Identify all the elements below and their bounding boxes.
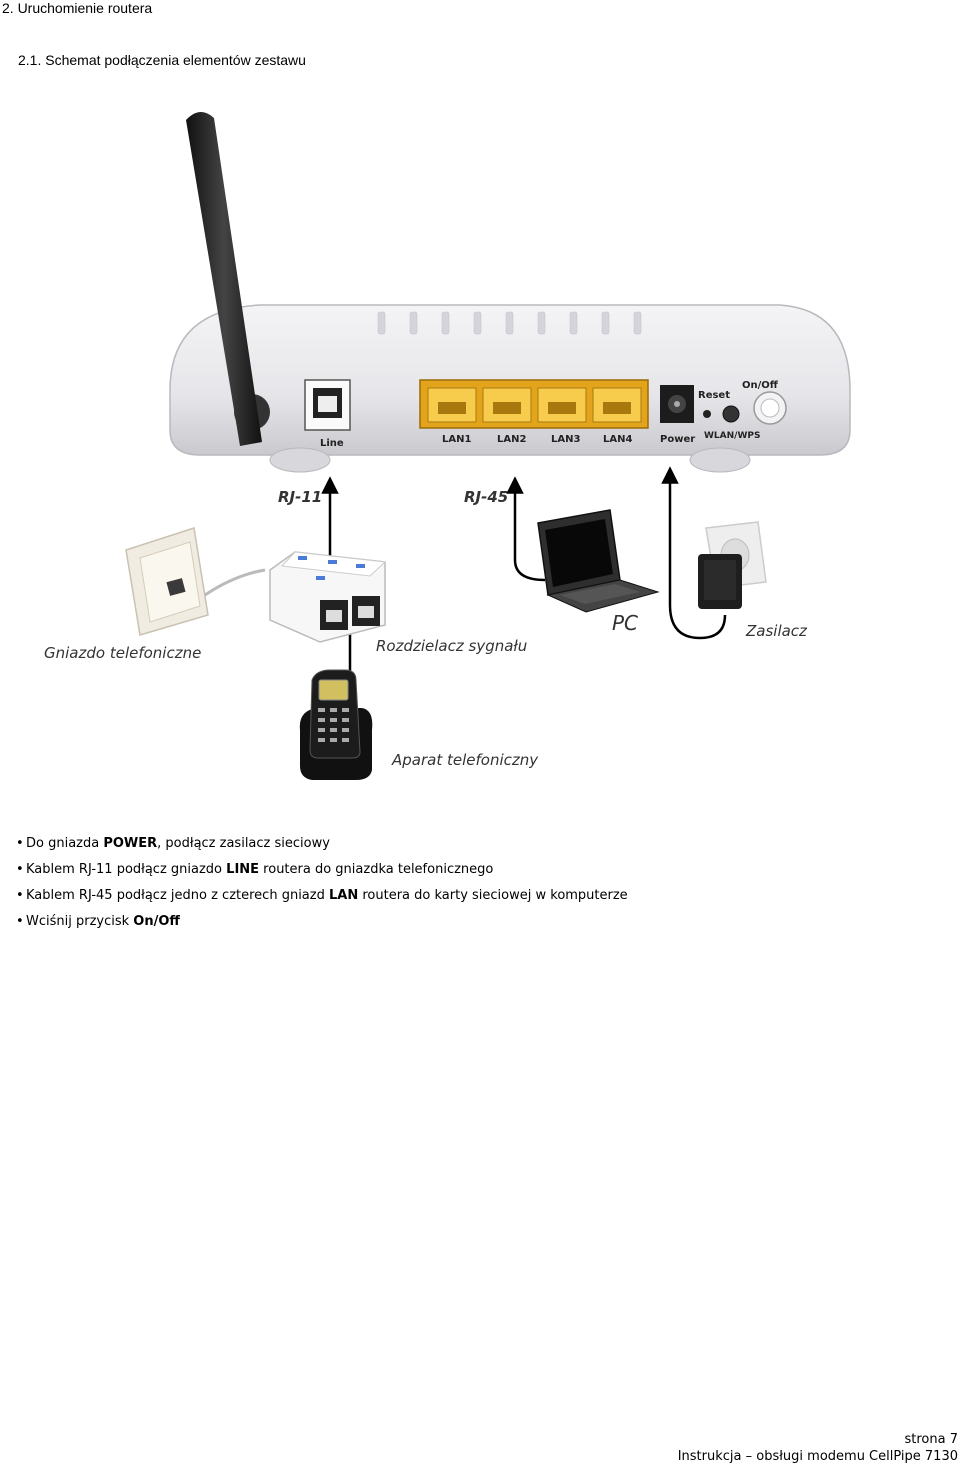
lan1-port bbox=[427, 387, 477, 423]
lan4-label: LAN4 bbox=[603, 434, 632, 445]
page-number: strona 7 bbox=[904, 1432, 959, 1447]
lan4-port bbox=[592, 387, 642, 423]
power-port-label: Power bbox=[660, 434, 695, 445]
laptop bbox=[537, 509, 660, 613]
wall-cable bbox=[204, 568, 266, 597]
telephone bbox=[299, 669, 373, 780]
rj45-cable bbox=[506, 476, 546, 582]
rj11-cable-label: RJ-11 bbox=[278, 488, 322, 506]
document-title: Instrukcja – obsługi modemu CellPipe 713… bbox=[677, 1449, 958, 1464]
on-off-button bbox=[753, 391, 787, 425]
reset-button bbox=[703, 410, 711, 418]
router: Line LAN1 LAN2 LAN3 LAN4 Power Reset WLA… bbox=[169, 111, 851, 473]
power-cable bbox=[661, 466, 727, 640]
wlan-wps-button bbox=[722, 405, 740, 423]
instruction-rj45: •Kablem RJ-45 podłącz jedno z czterech g… bbox=[16, 888, 628, 903]
wlan-wps-label: WLAN/WPS bbox=[704, 431, 760, 441]
instruction-rj11: •Kablem RJ-11 podłącz gniazdo LINE route… bbox=[16, 862, 494, 877]
power-supply-label: Zasilacz bbox=[745, 622, 808, 640]
power-adapter bbox=[698, 521, 767, 609]
connection-diagram: Line LAN1 LAN2 LAN3 LAN4 Power Reset WLA… bbox=[44, 111, 851, 780]
lan2-port bbox=[482, 387, 532, 423]
instruction-list: •Do gniazda POWER, podłącz zasilacz siec… bbox=[16, 836, 628, 940]
lan2-label: LAN2 bbox=[497, 434, 526, 445]
wall-socket-label: Gniazdo telefoniczne bbox=[44, 644, 201, 662]
instruction-power: •Do gniazda POWER, podłącz zasilacz siec… bbox=[16, 836, 330, 851]
antenna bbox=[186, 111, 270, 446]
instruction-on-off: •Wciśnij przycisk On/Off bbox=[16, 914, 180, 929]
lan3-label: LAN3 bbox=[551, 434, 580, 445]
splitter bbox=[269, 551, 387, 643]
wall-socket bbox=[125, 527, 209, 636]
splitter-label: Rozdzielacz sygnału bbox=[376, 637, 527, 655]
section-title: 2. Uruchomienie routera bbox=[2, 0, 153, 16]
pc-label: PC bbox=[612, 611, 638, 635]
line-port-label: Line bbox=[320, 438, 344, 449]
reset-label: Reset bbox=[698, 390, 730, 401]
lan1-label: LAN1 bbox=[442, 434, 471, 445]
subsection-title: 2.1. Schemat podłączenia elementów zesta… bbox=[18, 52, 306, 68]
rj45-cable-label: RJ-45 bbox=[464, 488, 508, 506]
line-port bbox=[304, 379, 351, 431]
on-off-label: On/Off bbox=[742, 380, 779, 391]
lan3-port bbox=[537, 387, 587, 423]
power-port bbox=[660, 385, 694, 423]
phone-label: Aparat telefoniczny bbox=[391, 751, 539, 769]
